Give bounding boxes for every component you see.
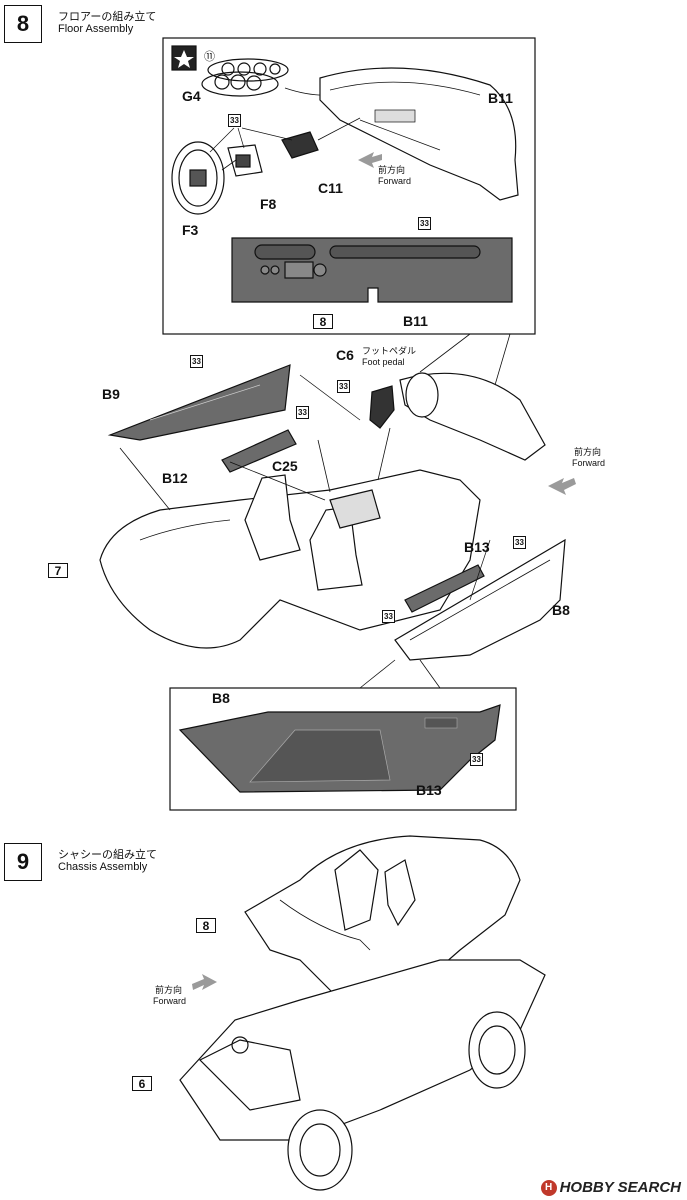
ref-7: 7 [48,563,68,578]
label-c6: C6 [336,347,354,363]
gauge-bezel-g4 [201,71,279,97]
hobby-search-logo-icon: H [540,1179,557,1196]
paint-33-c25: 33 [296,406,309,419]
forward-jp-top: 前方向 [378,165,406,175]
step-8-title-en: Floor Assembly [58,23,134,35]
label-b13: B13 [464,539,490,555]
seat-left [244,474,301,561]
step-9-number: 9 [4,843,42,881]
paint-33-callout: 33 [470,753,483,766]
step-9-title-jp: シャシーの組み立て [58,849,157,861]
gauge-bezel-11 [207,58,289,82]
paint-33-top: 33 [228,114,241,127]
forward-arrow-chassis [192,974,217,990]
label-b8: B8 [552,602,570,618]
star-icon [174,50,194,68]
forward-en-chassis: Forward [153,996,187,1006]
label-b11: B11 [488,90,513,106]
forward-arrow-top [358,152,382,168]
paint-33-c6: 33 [337,380,350,393]
paint-33-lower: 33 [418,217,431,230]
label-g4: G4 [182,88,201,104]
forward-en-top: Forward [378,176,412,186]
step-8-number: 8 [4,5,42,43]
paint-33-b8: 33 [513,536,526,549]
column-c11 [281,131,319,159]
label-f3: F3 [182,222,199,238]
part-b13 [404,564,485,613]
watermark: H HOBBY SEARCH [540,1179,681,1196]
step-8-title-jp: フロアーの組み立て [58,11,157,23]
interior-tub-upper [244,835,521,1001]
callout-bottom-frame [169,687,517,811]
label-f8: F8 [260,196,277,212]
rear-wheel [468,1011,526,1089]
foot-pedal-c6 [369,385,395,429]
ref-8-chassis: 8 [196,918,216,933]
paint-33-b13: 33 [382,610,395,623]
foot-pedal-jp: フットペダル [362,346,417,356]
forward-jp-main: 前方向 [574,447,602,457]
front-wheel [287,1109,353,1191]
forward-arrow-main [548,478,576,495]
label-b13-callout: B13 [416,782,442,798]
part-b12 [221,429,297,473]
seat-right [309,506,363,591]
door-card-b9 [107,364,291,441]
step-9-title-en: Chassis Assembly [58,861,148,873]
label-c11: C11 [318,180,343,196]
ref-6-chassis: 6 [132,1076,152,1091]
dashboard-b11 [319,67,519,201]
forward-jp-chassis: 前方向 [155,985,183,995]
paint-33-b12: 33 [190,355,203,368]
label-b9: B9 [102,386,120,402]
foot-pedal-en: Foot pedal [362,357,405,367]
part-11-label: ⑪ [204,51,215,63]
seat-upper [334,849,379,931]
armrest-b13 [249,729,391,783]
watermark-text: HOBBY SEARCH [559,1179,681,1196]
label-b8-callout: B8 [212,690,230,706]
center-console [329,489,381,529]
forward-en-main: Forward [572,458,606,468]
label-b11-lower: B11 [403,313,428,329]
callout-top-frame [162,37,536,335]
floor-tub [99,469,481,649]
label-c25: C25 [272,458,298,474]
ref-8-callout: 8 [313,314,333,329]
label-b12: B12 [162,470,188,486]
